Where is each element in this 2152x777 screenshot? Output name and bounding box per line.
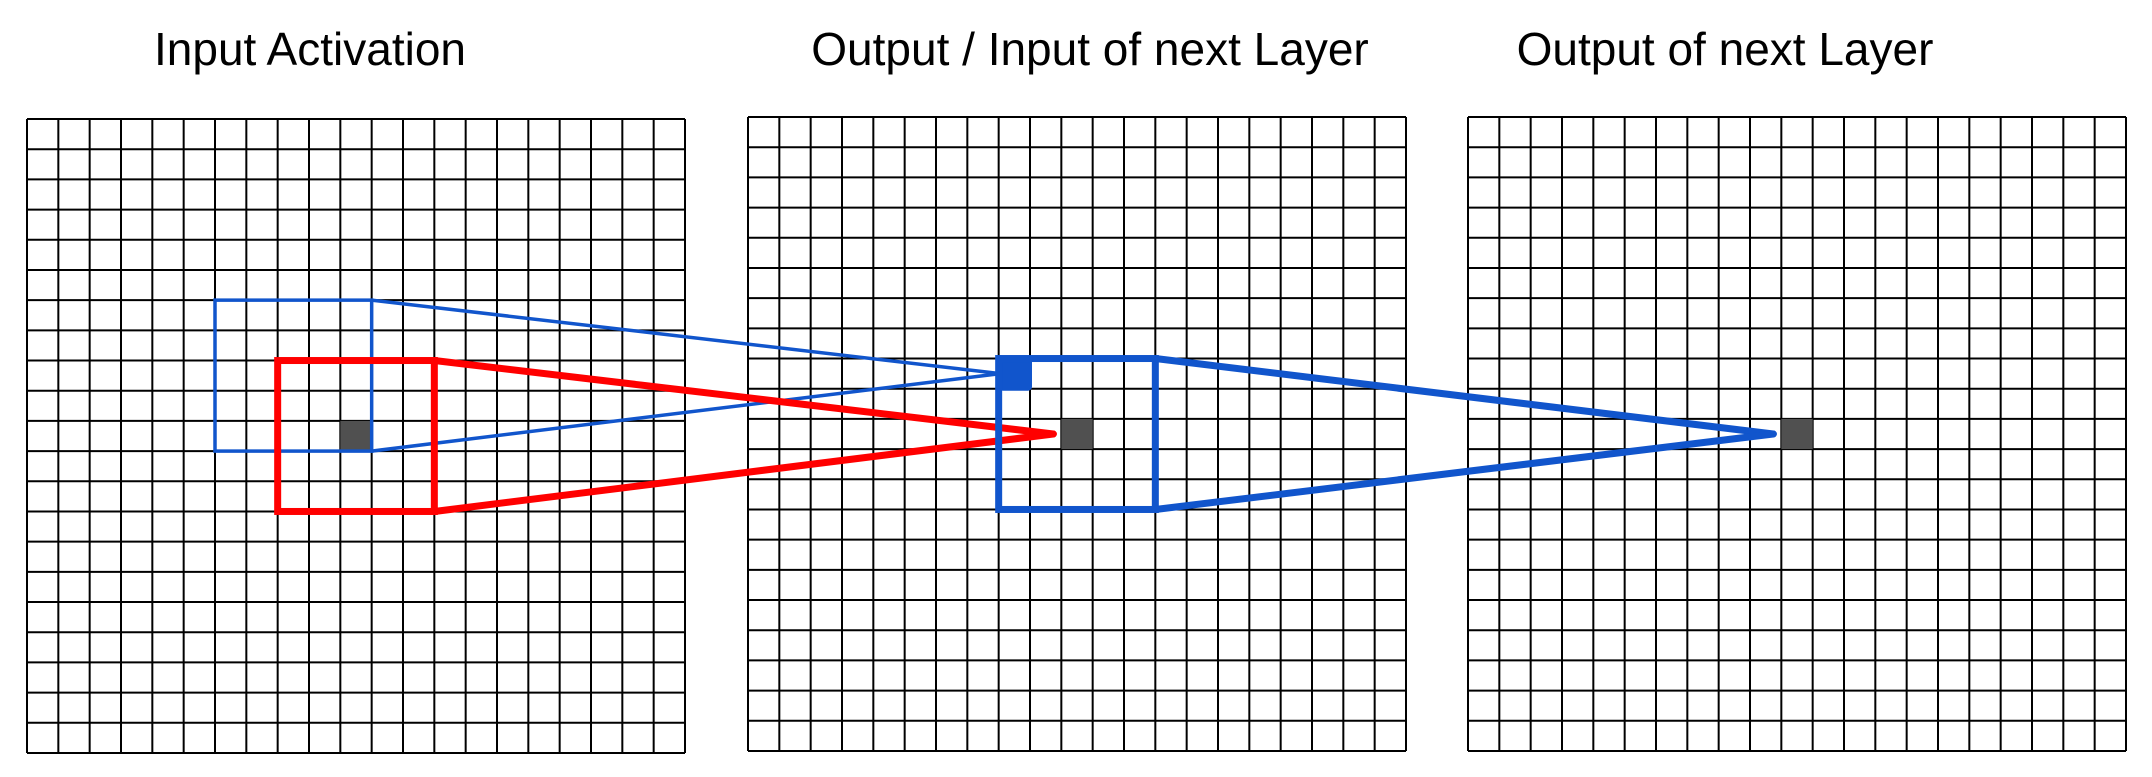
red-receptive-box-input <box>274 357 438 515</box>
blue-receptive-box-middle <box>995 355 1159 513</box>
blue-projection-line-bottom <box>369 371 1002 453</box>
red-projection-line-top <box>430 357 1057 438</box>
highlight-cell-middle <box>1061 418 1093 450</box>
blue-thick-projection-line-top <box>1151 355 1777 438</box>
blue-receptive-box-input <box>213 298 374 453</box>
highlight-cell-next <box>1781 418 1813 450</box>
title-input-activation: Input Activation <box>154 23 466 75</box>
blue-corner-cell-middle <box>998 356 1032 391</box>
red-projection-line-bottom <box>430 430 1057 515</box>
title-next-layer: Output of next Layer <box>1517 23 1934 75</box>
blue-thick-projection-line-bottom <box>1151 430 1777 513</box>
title-middle-layer: Output / Input of next Layer <box>811 23 1368 75</box>
blue-projection-line-top <box>369 298 1002 376</box>
grid-next-layer <box>1467 116 2127 752</box>
highlight-cell-input <box>340 420 372 452</box>
